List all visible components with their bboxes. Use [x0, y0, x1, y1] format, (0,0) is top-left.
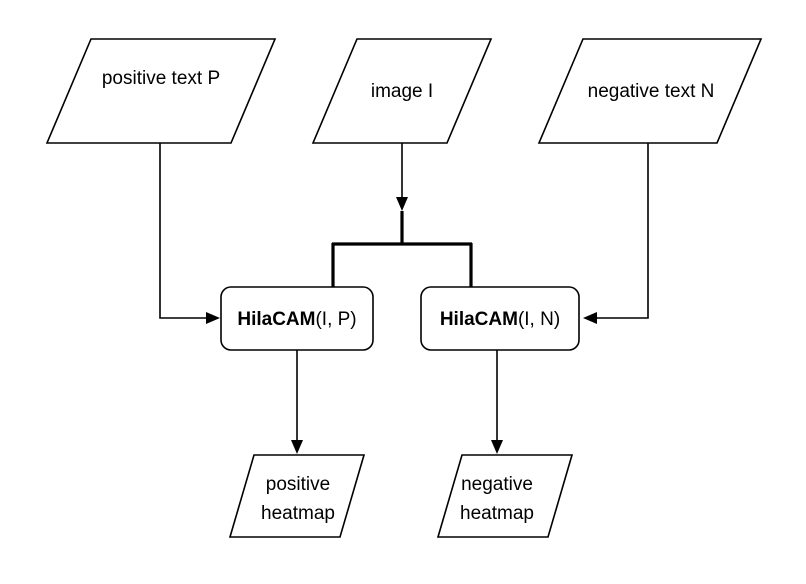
- image-label: image I: [371, 81, 433, 102]
- image-node: image I: [311, 38, 493, 144]
- positive-heatmap-line1: positive: [266, 474, 330, 495]
- arrowhead-positive-heatmap: [291, 440, 303, 454]
- negative-heatmap-node: negative heatmap: [436, 454, 574, 538]
- hilacam-negative-box: HilaCAM(I, N): [420, 286, 580, 351]
- negative-text-label: negative text N: [588, 81, 715, 102]
- negative-heatmap-line1: negative: [461, 474, 533, 495]
- arrowhead-positive-text: [206, 312, 220, 324]
- hilacam-negative-label: HilaCAM(I, N): [440, 309, 560, 330]
- edge-negative-text-to-hilacam: [596, 143, 649, 319]
- arrowhead-negative-heatmap: [491, 440, 503, 454]
- arrowhead-image: [396, 197, 408, 211]
- hilacam-negative-args: (I, N): [518, 309, 560, 330]
- hilacam-positive-func: HilaCAM: [237, 309, 315, 330]
- arrowhead-negative-text: [583, 312, 597, 324]
- positive-heatmap-line2: heatmap: [261, 503, 335, 524]
- positive-text-node: positive text P: [45, 38, 277, 144]
- hilacam-negative-func: HilaCAM: [440, 309, 518, 330]
- hilacam-positive-box: HilaCAM(I, P): [220, 286, 374, 351]
- hilacam-positive-label: HilaCAM(I, P): [237, 309, 356, 330]
- negative-text-node: negative text N: [537, 38, 763, 144]
- negative-heatmap-line2: heatmap: [460, 503, 534, 524]
- positive-heatmap-node: positive heatmap: [228, 454, 366, 538]
- hilacam-positive-args: (I, P): [315, 309, 356, 330]
- positive-text-label: positive text P: [102, 68, 220, 89]
- edge-positive-text-to-hilacam: [159, 143, 207, 319]
